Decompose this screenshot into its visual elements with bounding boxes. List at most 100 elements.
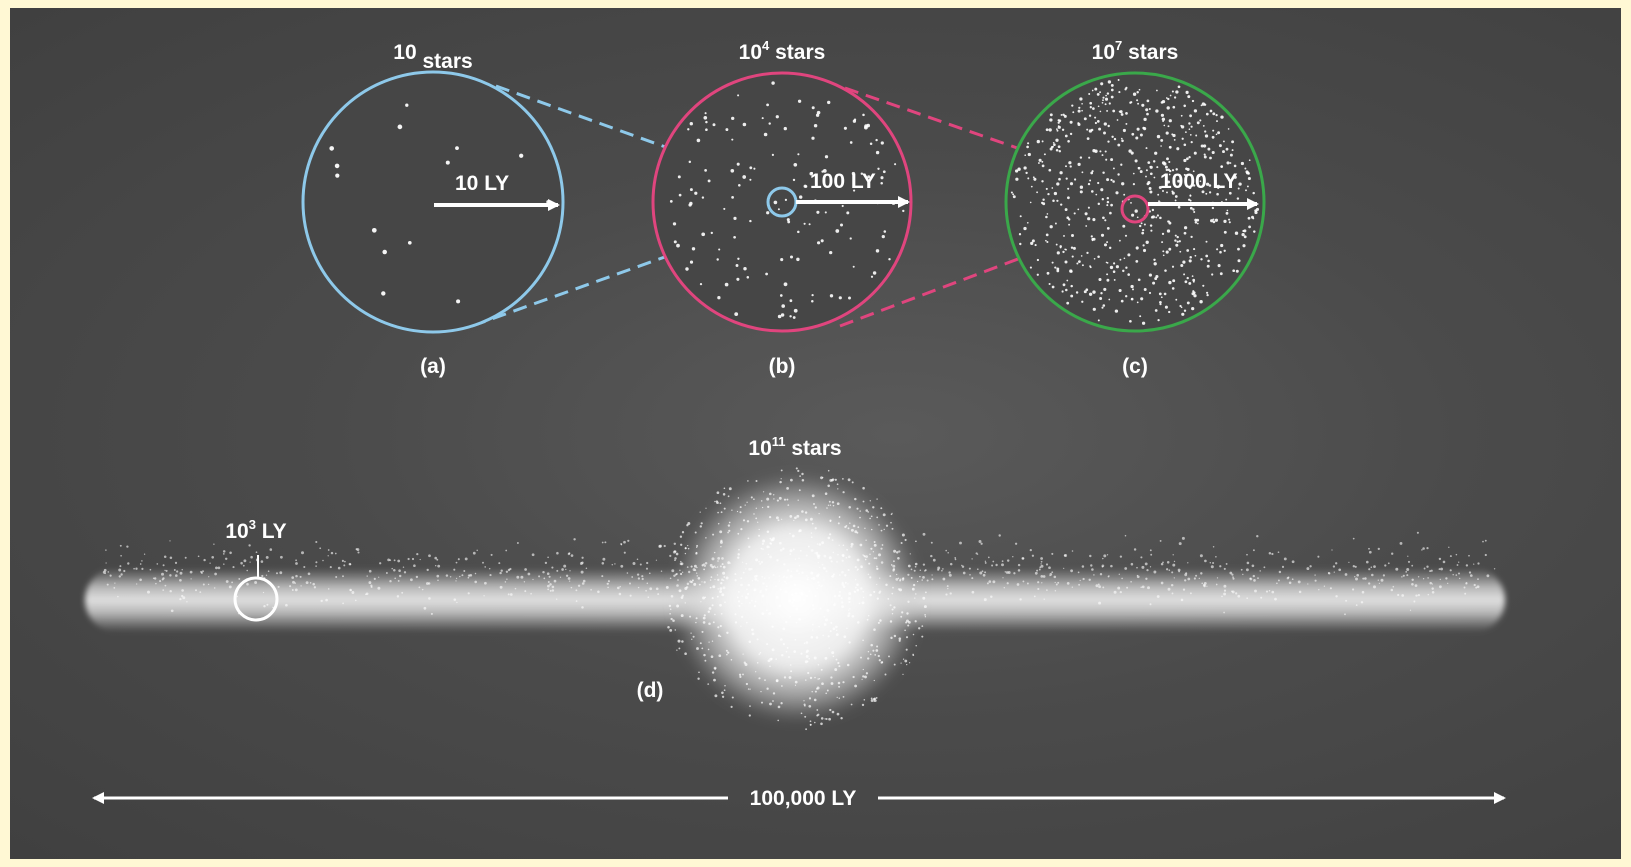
- galaxy-star-dot: [341, 559, 344, 562]
- star-dot: [1033, 177, 1037, 181]
- galaxy-star-dot: [289, 585, 292, 588]
- galaxy-star-dot: [1473, 583, 1476, 587]
- galaxy-star-dot: [719, 502, 722, 505]
- galaxy-star-dot: [645, 589, 647, 592]
- galaxy-star-dot: [474, 572, 477, 575]
- star-dot: [749, 178, 752, 181]
- star-dot: [768, 122, 771, 125]
- galaxy-star-dot: [189, 570, 193, 574]
- star-dot: [1119, 239, 1121, 242]
- galaxy-star-dot: [320, 599, 323, 603]
- star-dot: [783, 282, 788, 287]
- galaxy-star-dot: [837, 553, 839, 556]
- galaxy-star-dot: [695, 621, 697, 624]
- star-dot: [688, 203, 692, 207]
- galaxy-star-dot: [995, 563, 998, 567]
- galaxy-star-dot: [712, 533, 715, 536]
- galaxy-star-dot: [762, 548, 764, 550]
- galaxy-star-dot: [680, 560, 682, 563]
- star-dot: [1183, 173, 1186, 176]
- galaxy-star-dot: [828, 717, 831, 721]
- galaxy-star-dot: [712, 621, 715, 624]
- galaxy-star-dot: [335, 576, 338, 578]
- galaxy-star-dot: [975, 552, 978, 555]
- galaxy-star-dot: [1354, 576, 1356, 578]
- star-dot: [688, 160, 692, 164]
- galaxy-star-dot: [987, 556, 990, 559]
- galaxy-star-dot: [1006, 559, 1010, 562]
- star-dot: [1112, 167, 1115, 170]
- star-dot: [1054, 266, 1057, 269]
- galaxy-star-dot: [854, 530, 858, 534]
- galaxy-star-dot: [474, 580, 478, 584]
- galaxy-star-dot: [1212, 546, 1215, 548]
- star-dot: [1125, 122, 1128, 125]
- star-dot: [1064, 248, 1066, 251]
- star-dot: [707, 179, 711, 183]
- galaxy-star-dot: [872, 506, 875, 509]
- galaxy-star-dot: [532, 578, 534, 581]
- galaxy-star-dot: [833, 595, 837, 598]
- galaxy-star-dot: [1431, 587, 1434, 590]
- star-dot: [1102, 99, 1104, 102]
- star-dot: [1171, 287, 1175, 290]
- galaxy-star-dot: [690, 565, 693, 568]
- star-dot: [1200, 104, 1203, 107]
- galaxy-star-dot: [1040, 557, 1043, 560]
- galaxy-star-dot: [354, 599, 357, 602]
- galaxy-star-dot: [547, 584, 550, 588]
- galaxy-star-dot: [280, 555, 283, 559]
- galaxy-star-dot: [675, 552, 679, 556]
- galaxy-star-dot: [736, 596, 739, 599]
- galaxy-star-dot: [864, 558, 867, 561]
- galaxy-star-dot: [668, 604, 672, 608]
- galaxy-star-dot: [705, 537, 707, 539]
- galaxy-star-dot: [691, 579, 694, 582]
- galaxy-star-dot: [921, 579, 923, 581]
- galaxy-star-dot: [294, 582, 296, 584]
- galaxy-star-dot: [213, 587, 216, 589]
- star-dot: [405, 103, 409, 107]
- star-dot: [1154, 309, 1158, 312]
- star-dot: [703, 115, 708, 120]
- galaxy-star-dot: [575, 589, 578, 592]
- galaxy-star-dot: [139, 563, 142, 565]
- galaxy-star-dot: [1210, 565, 1214, 569]
- galaxy-star-dot: [472, 551, 476, 555]
- galaxy-star-dot: [760, 500, 763, 502]
- panel-a-stars: [329, 103, 550, 304]
- star-dot: [853, 118, 857, 121]
- star-dot: [1161, 232, 1165, 236]
- galaxy-star-dot: [1099, 573, 1103, 576]
- galaxy-star-dot: [867, 651, 870, 653]
- galaxy-star-dot: [789, 549, 793, 553]
- galaxy-star-dot: [456, 577, 458, 580]
- galaxy-star-dot: [755, 558, 759, 562]
- galaxy-star-dot: [734, 613, 737, 616]
- galaxy-star-dot: [838, 685, 841, 688]
- star-dot: [1152, 281, 1156, 285]
- star-dot: [1079, 185, 1084, 189]
- galaxy-star-dot: [724, 601, 726, 603]
- star-dot: [1106, 227, 1110, 230]
- star-dot: [1180, 263, 1184, 268]
- galaxy-star-dot: [859, 510, 861, 512]
- galaxy-star-dot: [818, 513, 820, 515]
- galaxy-star-dot: [810, 571, 814, 575]
- galaxy-star-dot: [889, 620, 893, 623]
- star-dot: [1136, 216, 1139, 219]
- galaxy-star-dot: [1077, 571, 1080, 574]
- galaxy-star-dot: [1089, 554, 1092, 558]
- galaxy-star-dot: [254, 581, 258, 584]
- star-dot: [1141, 103, 1145, 107]
- galaxy-star-dot: [1348, 561, 1350, 564]
- galaxy-star-dot: [808, 697, 812, 700]
- star-dot: [1145, 169, 1148, 172]
- star-dot: [1057, 121, 1060, 124]
- star-dot: [1132, 288, 1134, 291]
- star-dot: [1055, 243, 1058, 246]
- star-dot: [1108, 298, 1111, 301]
- star-dot: [1088, 114, 1092, 117]
- galaxy-star-dot: [570, 554, 574, 557]
- galaxy-star-dot: [798, 564, 801, 567]
